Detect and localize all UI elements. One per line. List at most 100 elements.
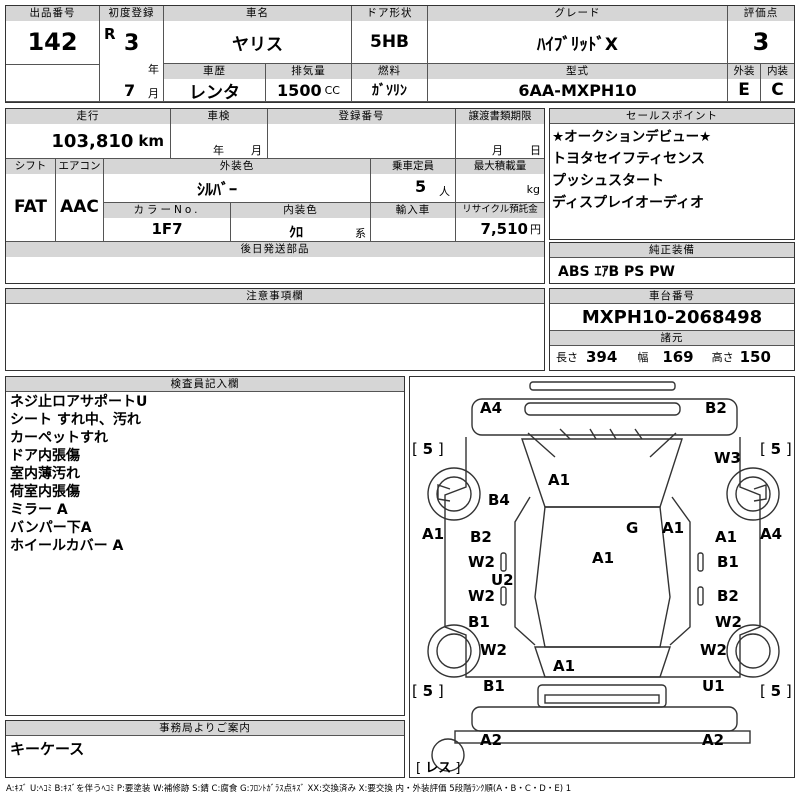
inspection-cell: 車検 年 月 <box>171 109 268 159</box>
lot-number: 142 <box>27 28 78 56</box>
color-number: 1F7 <box>151 220 183 238</box>
interior-color-unit: 系 <box>355 227 366 240</box>
chassis-number: MXPH10-2068498 <box>550 304 794 331</box>
inspector-notes-label: 検査員記入欄 <box>6 377 404 392</box>
era: R <box>104 25 116 43</box>
damage-mark: B4 <box>488 491 510 509</box>
spare-tire-label: [ レス ] <box>416 761 461 776</box>
sales-point-item: トヨタセイフティセンス <box>552 151 705 167</box>
inspection-year-unit: 年 <box>213 144 224 157</box>
aircon: AAC <box>60 197 99 217</box>
color-number-label: カラーNo. <box>104 203 230 218</box>
grade-cell: グレード ﾊｲﾌﾞﾘｯﾄﾞX <box>428 6 728 64</box>
exterior-color-label: 外装色 <box>104 159 370 174</box>
inspector-note: カーペットすれ <box>10 430 108 446</box>
exterior-color: ｼﾙﾊﾞｰ <box>196 180 237 199</box>
history-cell: 車歴 レンタ <box>164 64 266 102</box>
inspector-note: ミラー A <box>10 502 68 518</box>
tire-tread-rear-right: [ 5 ] <box>760 682 792 700</box>
chassis-box: 車台番号 MXPH10-2068498 諸元 長さ 394 幅 169 高さ 1… <box>549 288 795 371</box>
shift-label: シフト <box>6 159 55 174</box>
import-cell: 輸入車 <box>371 203 456 242</box>
recycle-fee: 7,510 <box>480 220 528 238</box>
recycle-label: リサイクル預託金 <box>456 203 544 218</box>
inspector-note: 室内薄汚れ <box>10 466 80 482</box>
equipment-label: 純正装備 <box>550 243 794 258</box>
grade-label: グレード <box>428 6 727 21</box>
interior-cell: 内装 C <box>761 64 794 102</box>
damage-mark: W2 <box>715 613 742 631</box>
registration-number-label: 登録番号 <box>268 109 455 124</box>
lot-number-cell: 出品番号 142 <box>6 6 100 102</box>
transfer-deadline-label: 譲渡書類期限 <box>456 109 544 124</box>
inspector-notes-box: 検査員記入欄 ネジ止ロアサポートU シート すれ中、汚れ カーペットすれ ドア内… <box>5 376 405 716</box>
inspector-note: 荷室内張傷 <box>10 484 80 500</box>
aircon-cell: エアコン AAC <box>56 159 104 242</box>
notes-box: 注意事項欄 <box>5 288 545 371</box>
interior-color-label: 内装色 <box>231 203 370 218</box>
door-type: 5HB <box>369 32 409 52</box>
exterior-label: 外装 <box>728 64 760 79</box>
mileage-cell: 走行 103,810 km <box>6 109 171 159</box>
fuel: ｶﾞｿﾘﾝ <box>372 83 407 99</box>
displacement-cell: 排気量 1500 CC <box>266 64 352 102</box>
damage-mark: A1 <box>553 657 576 675</box>
damage-mark: B1 <box>717 553 739 571</box>
damage-mark: U1 <box>702 677 725 695</box>
dimensions-label: 諸元 <box>550 331 794 346</box>
car-name: ヤリス <box>232 34 283 55</box>
damage-mark: A2 <box>480 731 503 749</box>
inspection-month-unit: 月 <box>251 144 262 157</box>
shift: FAT <box>13 197 48 217</box>
damage-mark: B2 <box>705 399 727 417</box>
sales-points-box: セールスポイント ★オークションデビュー★ トヨタセイフティセンス プッシュスタ… <box>549 108 795 240</box>
capacity-cell: 乗車定員 5 人 <box>371 159 456 203</box>
height-label: 高さ <box>711 351 734 364</box>
fuel-cell: 燃料 ｶﾞｿﾘﾝ <box>352 64 428 102</box>
inspector-note: シート すれ中、汚れ <box>10 412 141 428</box>
legend: A:ｷｽﾞ U:ﾍｺﾐ B:ｷｽﾞを伴うﾍｺﾐ P:要塗装 W:補修跡 S:錆 … <box>6 784 572 794</box>
damage-mark: A1 <box>662 519 685 537</box>
recycle-cell: リサイクル預託金 7,510 円 <box>456 203 544 242</box>
first-registration-label: 初度登録 <box>100 6 163 21</box>
inspection-label: 車検 <box>171 109 267 124</box>
transfer-day-unit: 日 <box>530 144 541 157</box>
tire-tread-front-left: [ 5 ] <box>412 440 444 458</box>
width-value: 169 <box>662 348 694 366</box>
fuel-label: 燃料 <box>352 64 427 79</box>
month-unit: 月 <box>148 87 159 100</box>
length-label: 長さ <box>556 351 578 364</box>
sales-point-item: ディスプレイオーディオ <box>552 195 705 211</box>
car-name-cell: 車名 ヤリス <box>164 6 352 64</box>
aircon-label: エアコン <box>56 159 103 174</box>
damage-mark: B2 <box>717 587 739 605</box>
car-diagram <box>427 381 780 772</box>
damage-mark: W3 <box>714 449 741 467</box>
exterior-color-cell: 外装色 ｼﾙﾊﾞｰ <box>104 159 371 203</box>
reg-month: 7 <box>124 81 136 100</box>
history-label: 車歴 <box>164 64 265 79</box>
damage-mark: W2 <box>480 641 507 659</box>
vehicle-detail-table: 走行 103,810 km 車検 年 月 登録番号 譲渡書類期限 月 日 シフト… <box>5 108 545 284</box>
damage-mark: A1 <box>422 525 445 543</box>
notes-label: 注意事項欄 <box>6 289 544 304</box>
year-unit: 年 <box>148 63 159 76</box>
displacement: 1500 <box>277 80 322 100</box>
exterior-cell: 外装 E <box>728 64 761 102</box>
damage-mark: W2 <box>700 641 727 659</box>
capacity: 5 <box>415 177 427 196</box>
model-label: 型式 <box>428 64 727 79</box>
max-load-cell: 最大積載量 kg <box>456 159 544 203</box>
inspector-note: ネジ止ロアサポートU <box>10 394 148 410</box>
capacity-unit: 人 <box>439 185 450 198</box>
import-label: 輸入車 <box>371 203 455 218</box>
inspector-note: ホイールカバー A <box>10 538 124 554</box>
damage-mark: A1 <box>592 549 615 567</box>
width-label: 幅 <box>637 351 649 364</box>
displacement-label: 排気量 <box>266 64 351 79</box>
chassis-label: 車台番号 <box>550 289 794 304</box>
registration-number-cell: 登録番号 <box>268 109 456 159</box>
damage-mark: A1 <box>715 528 738 546</box>
interior-color: ｸﾛ <box>289 225 303 241</box>
interior-grade: C <box>771 80 784 100</box>
